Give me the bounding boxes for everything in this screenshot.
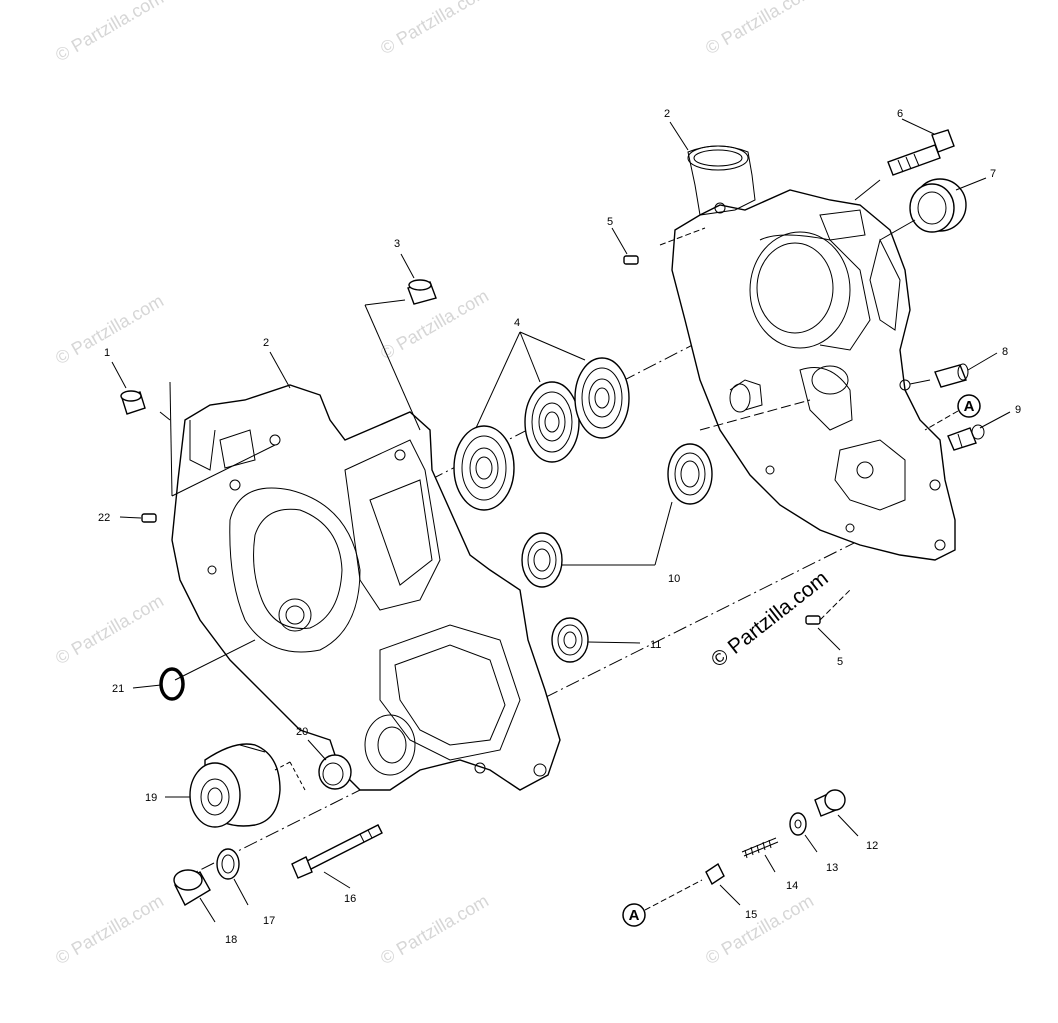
label-part-3: 3 bbox=[394, 238, 400, 250]
part-4-bearing bbox=[524, 381, 580, 463]
callout-a-bottom: A bbox=[622, 879, 703, 927]
label-part-7: 7 bbox=[990, 168, 996, 180]
label-part-10: 10 bbox=[668, 573, 680, 585]
callout-a-letter: A bbox=[629, 907, 640, 924]
part-20-seal bbox=[318, 754, 352, 790]
part-5-dowel-pin bbox=[623, 255, 639, 265]
watermark: © Partzilla.com bbox=[702, 0, 817, 58]
watermark: © Partzilla.com bbox=[52, 0, 167, 65]
label-part-17: 17 bbox=[263, 915, 275, 927]
part-9-fitting bbox=[947, 424, 985, 451]
part-16-bolt bbox=[291, 824, 383, 879]
label-part-15: 15 bbox=[745, 909, 757, 921]
label-part-11: 11 bbox=[650, 639, 661, 651]
part-19-pulley bbox=[189, 743, 281, 828]
left-crankcase-half bbox=[171, 384, 561, 791]
label-part-9: 9 bbox=[1015, 404, 1021, 416]
label-part-20: 20 bbox=[296, 726, 308, 738]
part-5-dowel-pin bbox=[805, 615, 821, 625]
label-part-21: 21 bbox=[112, 683, 124, 695]
part-4-bearing bbox=[574, 357, 630, 439]
label-part-12: 12 bbox=[866, 840, 878, 852]
part-17-washer bbox=[216, 848, 240, 880]
watermark: © Partzilla.com bbox=[52, 590, 167, 668]
callout-a-top: A bbox=[924, 394, 981, 431]
leader-lines bbox=[111, 118, 1011, 923]
label-part-6: 6 bbox=[897, 108, 903, 120]
part-14-spring bbox=[741, 837, 779, 859]
part-10-bearing bbox=[667, 443, 713, 505]
callout-a-letter: A bbox=[964, 398, 975, 415]
part-7-oil-seal bbox=[909, 178, 967, 233]
label-part-14: 14 bbox=[786, 880, 798, 892]
label-part-4: 4 bbox=[514, 317, 520, 329]
watermark: © Partzilla.com bbox=[702, 890, 817, 968]
label-part-13: 13 bbox=[826, 862, 838, 874]
part-4-bearing bbox=[453, 425, 515, 511]
part-18-drain-plug bbox=[173, 869, 211, 906]
watermark: © Partzilla.com bbox=[377, 890, 492, 968]
part-10-bearing bbox=[521, 532, 563, 588]
part-11-bearing bbox=[551, 617, 589, 663]
part-15-plunger bbox=[705, 862, 725, 886]
right-crankcase-half bbox=[671, 145, 956, 561]
label-part-5: 5 bbox=[837, 656, 843, 668]
watermark: © Partzilla.com bbox=[52, 890, 167, 968]
part-8-plug bbox=[934, 363, 969, 388]
part-12-bolt bbox=[814, 789, 846, 817]
label-part-19: 19 bbox=[145, 792, 157, 804]
label-part-5: 5 bbox=[607, 216, 613, 228]
label-part-2: 2 bbox=[664, 108, 670, 120]
part-13-washer bbox=[789, 812, 807, 836]
part-6-bolt bbox=[887, 129, 955, 176]
label-part-2: 2 bbox=[263, 337, 269, 349]
label-part-22: 22 bbox=[98, 512, 110, 524]
part-22-dowel-pin bbox=[141, 513, 157, 523]
label-part-18: 18 bbox=[225, 934, 237, 946]
part-3-bushing bbox=[407, 279, 437, 305]
part-labels: 1 2 2 3 4 5 5 6 7 8 9 10 11 12 13 14 15 … bbox=[98, 108, 1021, 946]
label-part-16: 16 bbox=[344, 893, 356, 905]
label-part-8: 8 bbox=[1002, 346, 1008, 358]
part-1-bushing bbox=[120, 390, 146, 415]
part-21-o-ring bbox=[159, 667, 185, 701]
watermark: © Partzilla.com bbox=[377, 0, 492, 58]
label-part-1: 1 bbox=[104, 347, 110, 359]
